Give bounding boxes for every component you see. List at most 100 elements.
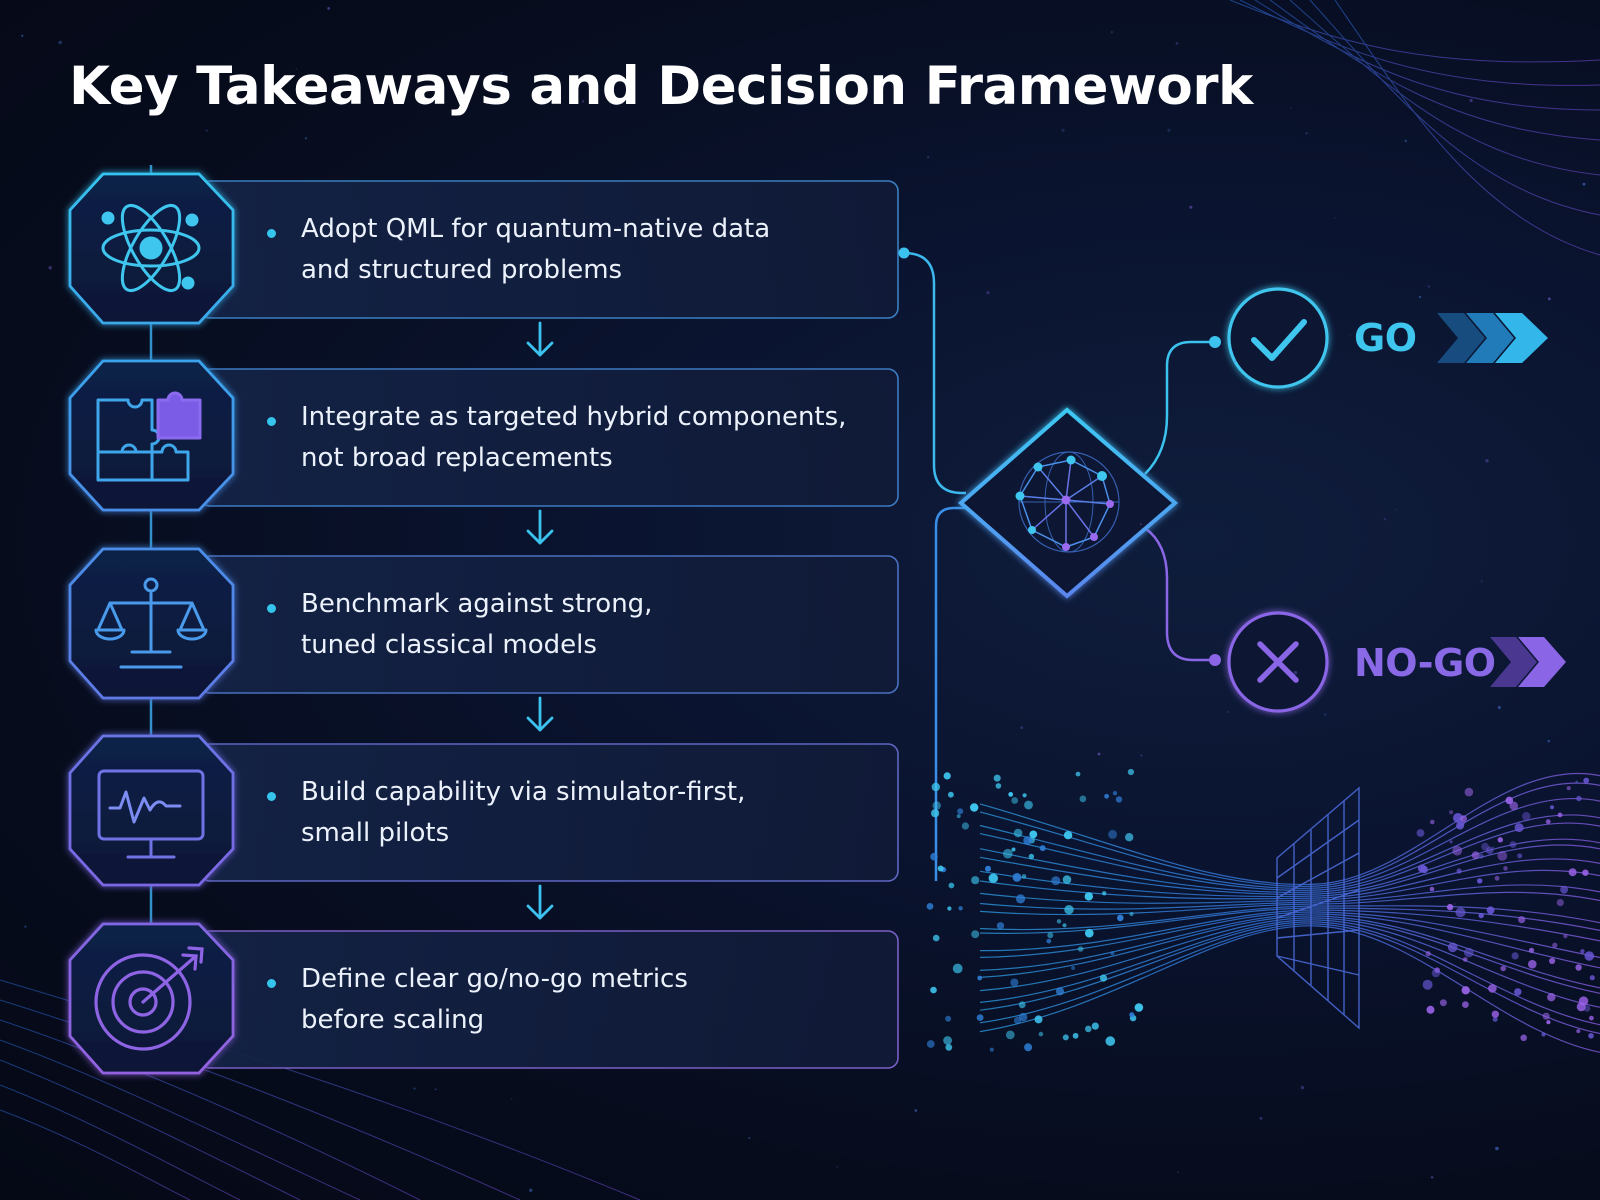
particle-dot <box>1518 916 1526 924</box>
particle-dot <box>1456 868 1462 874</box>
star-dot <box>1110 31 1114 34</box>
flow-wave-line <box>979 905 1600 931</box>
go-chevrons-icon <box>1437 313 1548 363</box>
particle-dot <box>1542 1012 1550 1020</box>
particle-dot <box>932 934 940 942</box>
star-dot <box>1575 780 1578 784</box>
star-dot <box>1547 739 1551 743</box>
particle-dot <box>1520 1034 1527 1042</box>
particle-dot <box>1127 768 1134 776</box>
particle-dot <box>1416 829 1425 837</box>
step-4-line-1: Build capability via simulator-first, <box>301 776 746 807</box>
particle-dot <box>1034 1015 1043 1024</box>
x-mark-icon <box>1257 641 1299 683</box>
star-dot <box>1492 846 1495 849</box>
particle-dot <box>989 1047 994 1052</box>
particle-dot <box>1008 792 1014 797</box>
star-dot <box>501 71 503 74</box>
particle-dot <box>1546 1020 1551 1025</box>
particle-dot <box>1129 1012 1135 1018</box>
star-dot <box>58 40 62 45</box>
particle-dot <box>1589 975 1595 981</box>
particle-dot <box>1084 892 1094 901</box>
particle-dot <box>1091 1022 1099 1030</box>
star-dot <box>582 100 585 103</box>
particle-dot <box>1545 819 1551 824</box>
particle-dot <box>996 922 1005 930</box>
bullet-dot <box>267 792 276 801</box>
step-5-text: Define clear go/no-go metrics before sca… <box>261 931 871 1068</box>
particle-dot <box>1528 947 1535 953</box>
particle-dot <box>1056 919 1062 924</box>
particle-dot <box>1462 957 1468 962</box>
particle-dot <box>1018 1001 1026 1009</box>
particle-dot <box>993 774 1001 782</box>
star-dot <box>413 1087 416 1090</box>
star-dot <box>1485 459 1489 463</box>
particle-dot <box>1481 842 1489 851</box>
particle-dot <box>1129 911 1134 917</box>
particle-dot <box>1460 815 1468 823</box>
particle-dot <box>926 1040 935 1048</box>
star-dot <box>1118 916 1121 919</box>
step-3-text: Benchmark against strong, tuned classica… <box>261 556 871 693</box>
star-dot <box>1290 107 1292 109</box>
particle-dot <box>1024 800 1033 810</box>
balance-scale-icon <box>94 577 208 669</box>
particle-dot <box>1010 978 1019 987</box>
particle-dot <box>976 1014 984 1021</box>
particle-dot <box>1576 1029 1581 1034</box>
particle-dot <box>1471 851 1480 860</box>
flow-wave-line <box>979 921 1600 1026</box>
particle-dot <box>1003 848 1013 859</box>
particle-dot <box>1486 906 1495 915</box>
particle-dot <box>1110 951 1115 956</box>
particle-dot <box>1494 875 1500 881</box>
particle-dot <box>1449 810 1454 815</box>
particle-dot <box>1560 885 1568 894</box>
star-dot <box>1233 360 1237 363</box>
grid-panel-icon <box>1276 786 1360 1030</box>
star-dot <box>1350 334 1352 336</box>
hex-frame-2 <box>68 359 235 512</box>
star-dot <box>1582 182 1586 186</box>
particle-dot <box>988 873 998 883</box>
particle-dot <box>1430 819 1435 825</box>
down-arrow-icon <box>526 321 554 357</box>
star-dot <box>1227 711 1229 713</box>
particle-dot <box>947 906 952 911</box>
star-dot <box>748 1137 751 1140</box>
particle-dot <box>1125 833 1134 842</box>
particle-dot <box>1426 1005 1435 1014</box>
flow-wave-line <box>979 858 1600 900</box>
particle-dot <box>926 903 934 910</box>
particle-dot <box>1575 964 1582 971</box>
particle-dot <box>961 822 970 830</box>
down-arrow-icon <box>526 509 554 545</box>
step-2-text: Integrate as targeted hybrid components,… <box>261 369 871 506</box>
star-dot <box>1305 132 1308 135</box>
particle-dot <box>945 1044 953 1051</box>
star-dot <box>492 78 494 80</box>
particle-dot <box>1112 791 1118 796</box>
star-dot <box>529 1188 533 1193</box>
particle-dot <box>1477 878 1483 884</box>
puzzle-icon <box>96 391 202 482</box>
particle-dot <box>1589 1015 1594 1021</box>
particle-dot <box>1547 993 1556 1002</box>
down-arrow-icon <box>526 884 554 920</box>
particle-dot <box>931 782 940 792</box>
particle-dot <box>1046 938 1052 944</box>
particle-dot <box>1425 951 1431 957</box>
step-5-line-2: before scaling <box>301 1004 485 1035</box>
star-dot <box>1333 217 1336 219</box>
particle-dot <box>1062 1034 1069 1041</box>
star-dot <box>1140 523 1142 525</box>
decor-stars <box>21 6 1586 1193</box>
particle-dot <box>932 801 941 810</box>
data-flow-visual <box>926 768 1600 1053</box>
star-dot <box>1027 563 1030 566</box>
flow-wave-line <box>979 909 1600 952</box>
star-dot <box>48 266 52 270</box>
